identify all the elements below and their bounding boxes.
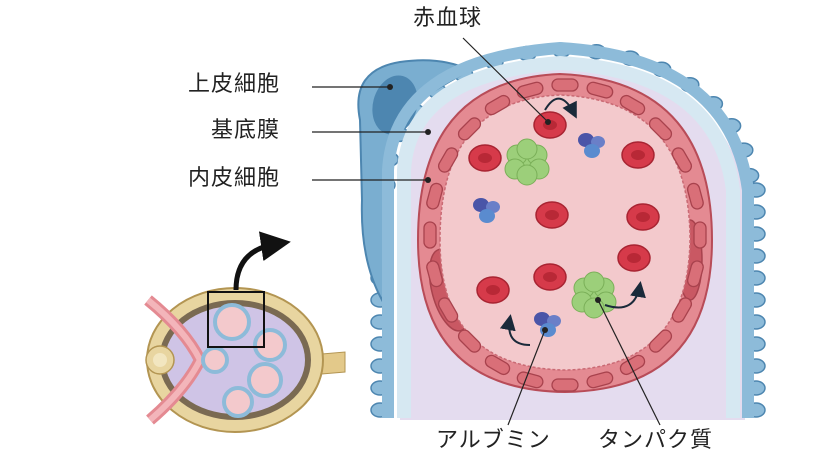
fenestration-segment — [648, 329, 673, 353]
red-blood-cell-center — [627, 253, 641, 263]
fenestration-segment — [426, 260, 444, 288]
fenestration-segment — [437, 297, 459, 323]
fenestration-segment — [686, 182, 704, 210]
label-endothelial-cell: 内皮細胞 — [188, 166, 281, 191]
red-blood-cell-center — [636, 212, 650, 222]
label-albumin: アルブミン — [436, 428, 551, 453]
fenestration-segment — [586, 81, 614, 99]
fenestration-segment — [551, 378, 579, 392]
glomerulus-inset — [144, 287, 346, 433]
albumin-part — [578, 133, 594, 147]
fenestration-segment — [457, 329, 482, 353]
protein-globule — [516, 164, 538, 186]
capillary-lumen — [439, 94, 691, 371]
red-blood-cell-center — [478, 153, 492, 163]
red-blood-cell-center — [543, 272, 557, 282]
zoom-arrow — [233, 231, 291, 291]
leader-protein — [597, 299, 661, 426]
protein-globule — [516, 138, 538, 160]
albumin-part — [479, 209, 495, 223]
label-red-blood-cell: 赤血球 — [413, 6, 483, 31]
fenestration-segment — [457, 117, 482, 141]
red-blood-cell-center — [486, 285, 500, 295]
label-basement-membrane: 基底膜 — [211, 118, 281, 143]
flow-arrow-top — [544, 97, 577, 119]
fenestration-segment — [423, 221, 437, 249]
red-blood-cells — [468, 111, 660, 304]
leader-albumin — [507, 329, 546, 426]
basement-membrane — [397, 55, 740, 418]
fenestration-segment — [551, 78, 579, 92]
protein-globule — [583, 297, 605, 319]
protein-cluster-top — [504, 138, 550, 186]
fenestration-segment — [619, 94, 646, 116]
fenestration-segment — [619, 354, 646, 376]
red-blood-cell-center — [631, 150, 645, 160]
red-blood-cell-center — [545, 210, 559, 220]
fenestration-segment — [671, 147, 693, 173]
albumin-part — [534, 312, 550, 326]
fenestration-segment — [516, 81, 544, 99]
fenestration-segment — [693, 221, 707, 249]
albumin-part — [473, 198, 489, 212]
flow-arrow-left — [499, 314, 531, 346]
label-protein: タンパク質 — [598, 428, 714, 453]
albumin-part — [584, 144, 600, 158]
fenestration-segment — [484, 94, 511, 116]
protein-globule — [583, 271, 605, 293]
inset-highlight-box — [207, 291, 265, 348]
fenestration-segment — [586, 371, 614, 389]
flow-arrow-right — [604, 281, 646, 309]
fenestration-segment — [648, 117, 673, 141]
fenestration-segment — [437, 147, 459, 173]
endothelial-fenestrations — [423, 78, 707, 392]
fenestration-segment — [426, 182, 444, 210]
fenestration-segment — [484, 354, 511, 376]
leader-rbc — [462, 37, 549, 123]
fenestration-segment — [671, 297, 693, 323]
label-epithelial-cell: 上皮細胞 — [188, 72, 281, 97]
epithelium-layer — [382, 41, 754, 418]
fenestration-segment — [686, 260, 704, 288]
